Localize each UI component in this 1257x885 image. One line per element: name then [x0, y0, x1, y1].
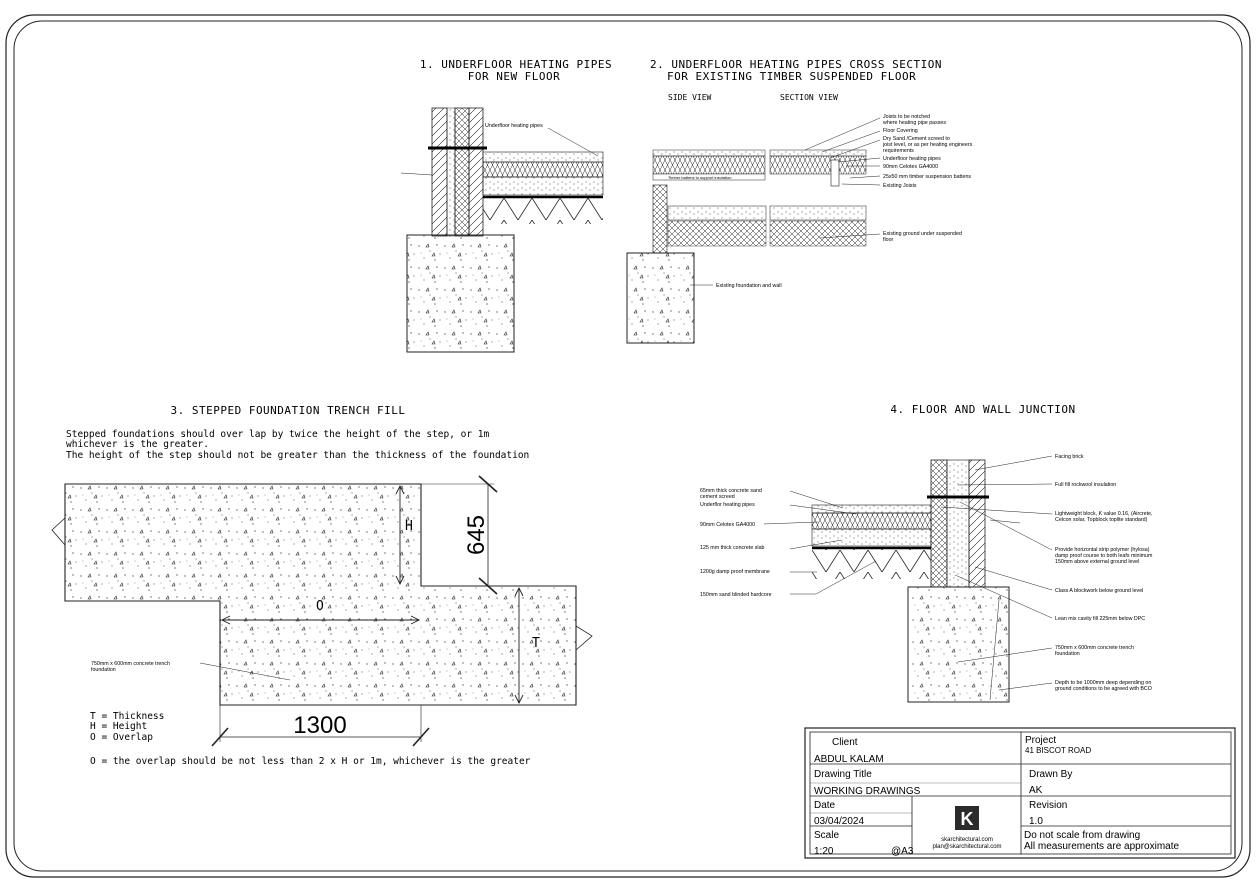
d4-right-label: Celcon solar, Topblock toplite standard): [1055, 517, 1148, 523]
d4-left-label: Underflor heating pipes: [700, 502, 755, 508]
d2-label: where heating pipe passes: [883, 120, 946, 126]
d2-label: joist level, or as per heating engineers: [882, 142, 973, 148]
detail-4-floor-wall-junction: 4. FLOOR AND WALL JUNCTION 65mm thick co…: [700, 403, 1153, 703]
d2-label: Existing foundation and wall: [716, 283, 782, 289]
d2-label-list: Joists to be notched where heating pipe …: [716, 114, 973, 289]
d2-side-view-label: SIDE VIEW: [668, 93, 712, 102]
scale-value: 1:20: [814, 846, 834, 857]
disclaimer-line-1: Do not scale from drawing: [1024, 830, 1140, 841]
d2-label: Existing ground under suspended: [883, 231, 962, 237]
d2-section-view-label: SECTION VIEW: [780, 93, 838, 102]
d4-title: 4. FLOOR AND WALL JUNCTION: [890, 403, 1075, 416]
d4-right-label: damp proof course to both leafs minimum: [1055, 553, 1153, 559]
title-block: Client ABDUL KALAM Drawing Title WORKING…: [804, 727, 1236, 859]
revision-label: Revision: [1029, 800, 1067, 811]
d3-o-label: O: [316, 599, 324, 614]
company-logo-letter: K: [961, 809, 974, 829]
d3-note-2: whichever is the greater.: [66, 439, 209, 450]
d2-label: floor: [883, 237, 894, 243]
d4-right-label: Lean mix cavity fill 225mm below DPC: [1055, 616, 1145, 622]
d2-label: Floor Covering: [883, 128, 918, 134]
d3-legend-h: H = Height: [90, 721, 147, 732]
d3-trench-label-1: 750mm x 600mm concrete trench: [91, 661, 170, 667]
d1-title-line1: 1. UNDERFLOOR HEATING PIPES: [420, 58, 612, 71]
d4-left-label: 125 mm thick concrete slab: [700, 545, 765, 551]
inner-border: [13, 20, 1243, 872]
d2-label: 90mm Celotex GA4000: [883, 164, 938, 170]
sheet-size: @A3: [891, 846, 914, 857]
client-value: ABDUL KALAM: [814, 754, 884, 765]
d4-right-label: Full fill rockwool insulation: [1055, 482, 1116, 488]
d2-label: requirements: [883, 148, 914, 154]
d4-left-labels: 65mm thick concrete sand cement screed U…: [700, 488, 772, 598]
company-website: skarchitectural.com: [941, 837, 993, 843]
d4-right-label: foundation: [1055, 651, 1080, 657]
project-label: Project: [1025, 735, 1056, 746]
d2-label: 25x50 mm timber suspension battens: [883, 174, 971, 180]
date-value: 03/04/2024: [814, 816, 864, 827]
d3-title: 3. STEPPED FOUNDATION TRENCH FILL: [170, 404, 405, 417]
d2-label: Existing Joists: [883, 183, 917, 189]
d2-title-line1: 2. UNDERFLOOR HEATING PIPES CROSS SECTIO…: [650, 58, 942, 71]
d4-right-label: Lightweight block, K value 0.16, (Aircre…: [1055, 511, 1152, 517]
d3-dim-height: 645: [463, 515, 490, 555]
d4-left-label: 150mm sand blinded hardcore: [700, 592, 772, 598]
d1-title-line2: FOR NEW FLOOR: [468, 70, 561, 83]
d4-right-label: 150mm above external ground level: [1055, 559, 1139, 565]
d3-trench-label-2: foundation: [91, 667, 116, 673]
detail-2-suspended-floor: 2. UNDERFLOOR HEATING PIPES CROSS SECTIO…: [626, 58, 973, 344]
date-label: Date: [814, 800, 836, 811]
d3-dim-length: 1300: [293, 712, 346, 739]
d3-note-3: The height of the step should not be gre…: [66, 450, 529, 461]
drawn-by-value: AK: [1029, 785, 1043, 796]
d4-right-label: Facing brick: [1055, 454, 1084, 460]
d1-label-pipes: Underfloor heating pipes: [485, 123, 543, 129]
d4-right-label: Class A blockwork below ground level: [1055, 588, 1143, 594]
drawing-title-value: WORKING DRAWINGS: [814, 786, 921, 797]
d4-left-label: 90mm Celotex GA4000: [700, 522, 755, 528]
d3-h-label: H: [405, 519, 413, 534]
d3-note-1: Stepped foundations should over lap by t…: [66, 429, 490, 440]
d4-right-label: Depth to be 1000mm deep depending on: [1055, 680, 1151, 686]
d3-legend-o: O = Overlap: [90, 732, 153, 743]
detail-3-stepped-foundation: 3. STEPPED FOUNDATION TRENCH FILL Steppe…: [51, 404, 593, 767]
d4-right-label: 750mm x 600mm concrete trench: [1055, 645, 1134, 651]
company-email: plan@skarchitectural.com: [932, 844, 1001, 850]
drawn-by-label: Drawn By: [1029, 769, 1072, 780]
disclaimer-line-2: All measurements are approximate: [1024, 841, 1180, 852]
d2-title-line2: FOR EXISTING TIMBER SUSPENDED FLOOR: [667, 70, 916, 83]
outer-border: [5, 14, 1251, 878]
d3-legend-t: T = Thickness: [90, 711, 164, 722]
client-label: Client: [832, 737, 858, 748]
d2-label: Joists to be notched: [883, 114, 930, 120]
d3-t-label: T: [532, 636, 540, 651]
d2-label: Dry Sand /Cement screed to: [883, 136, 950, 142]
d4-left-label: 65mm thick concrete sand: [700, 488, 762, 494]
project-value: 41 BISCOT ROAD: [1025, 746, 1091, 755]
d2-batten-note: Timber battens to support insulation: [668, 175, 731, 180]
d4-right-label: Provide horizontal strip polymer (hylosa…: [1055, 547, 1150, 553]
d3-overlap-rule: O = the overlap should be not less than …: [90, 756, 531, 767]
d4-left-label: 1200g damp proof membrane: [700, 569, 770, 575]
scale-label: Scale: [814, 830, 839, 841]
detail-1-new-floor: 1. UNDERFLOOR HEATING PIPES FOR NEW FLOO…: [400, 58, 612, 353]
d4-left-label: cement screed: [700, 494, 735, 500]
d4-right-labels: Facing brick Full fill rockwool insulati…: [1055, 454, 1153, 692]
company-logo: [955, 806, 979, 830]
drawing-title-label: Drawing Title: [814, 769, 872, 780]
d4-right-label: ground conditions to be agreed with BCO: [1055, 686, 1152, 692]
d2-label: Underfloor heating pipes: [883, 156, 941, 162]
revision-value: 1.0: [1029, 816, 1043, 827]
